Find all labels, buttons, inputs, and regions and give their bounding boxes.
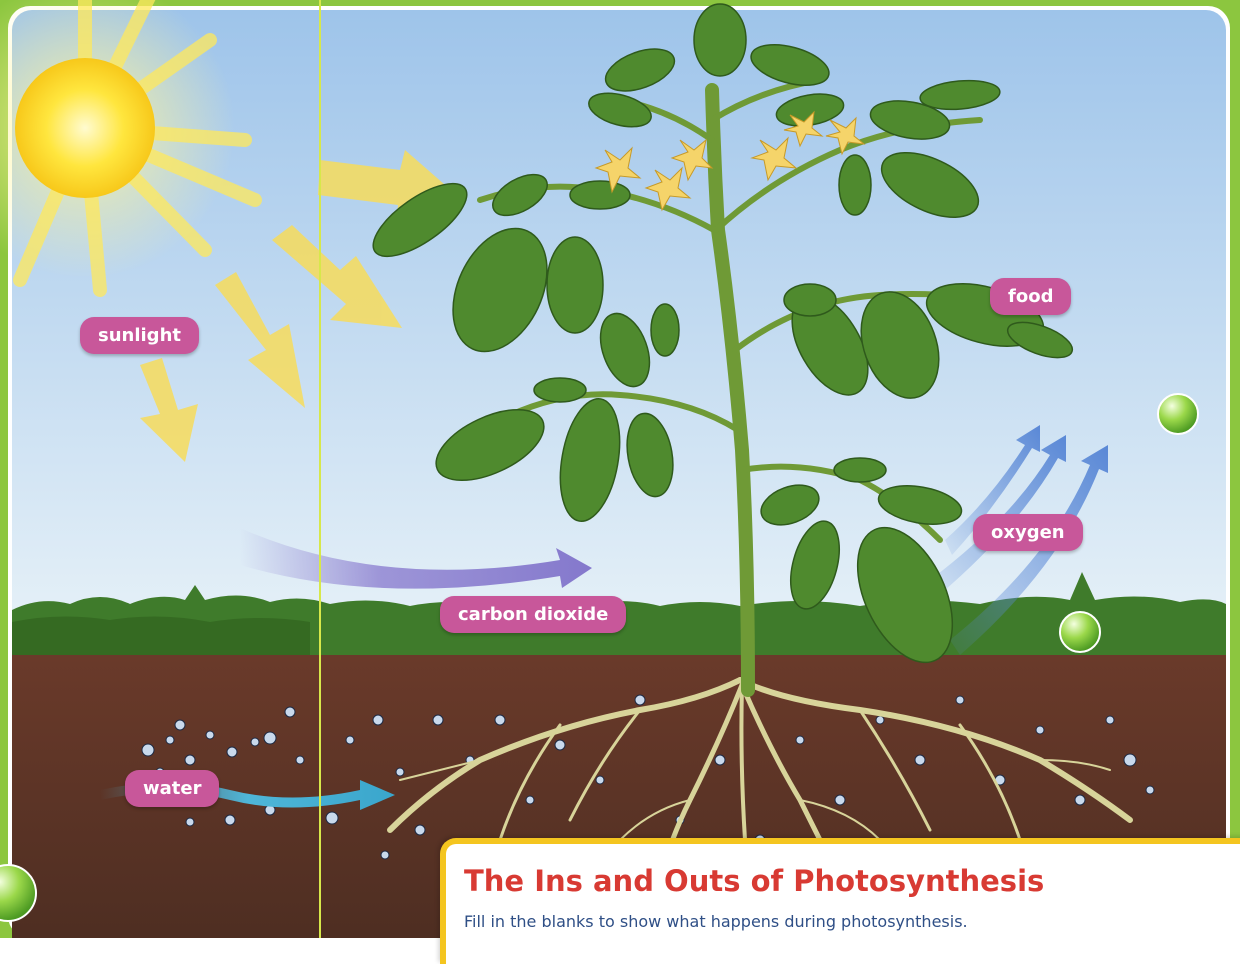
sunlight-label: sunlight <box>80 317 199 354</box>
water-label: water <box>125 770 219 807</box>
food-label: food <box>990 278 1071 315</box>
title-card: The Ins and Outs of Photosynthesis Fill … <box>440 838 1240 964</box>
page-subtitle: Fill in the blanks to show what happens … <box>464 912 968 931</box>
page-title: The Ins and Outs of Photosynthesis <box>464 864 1044 898</box>
carbon-dioxide-label: carbon dioxide <box>440 596 626 633</box>
page-fold-line <box>319 0 321 938</box>
oxygen-label: oxygen <box>973 514 1083 551</box>
